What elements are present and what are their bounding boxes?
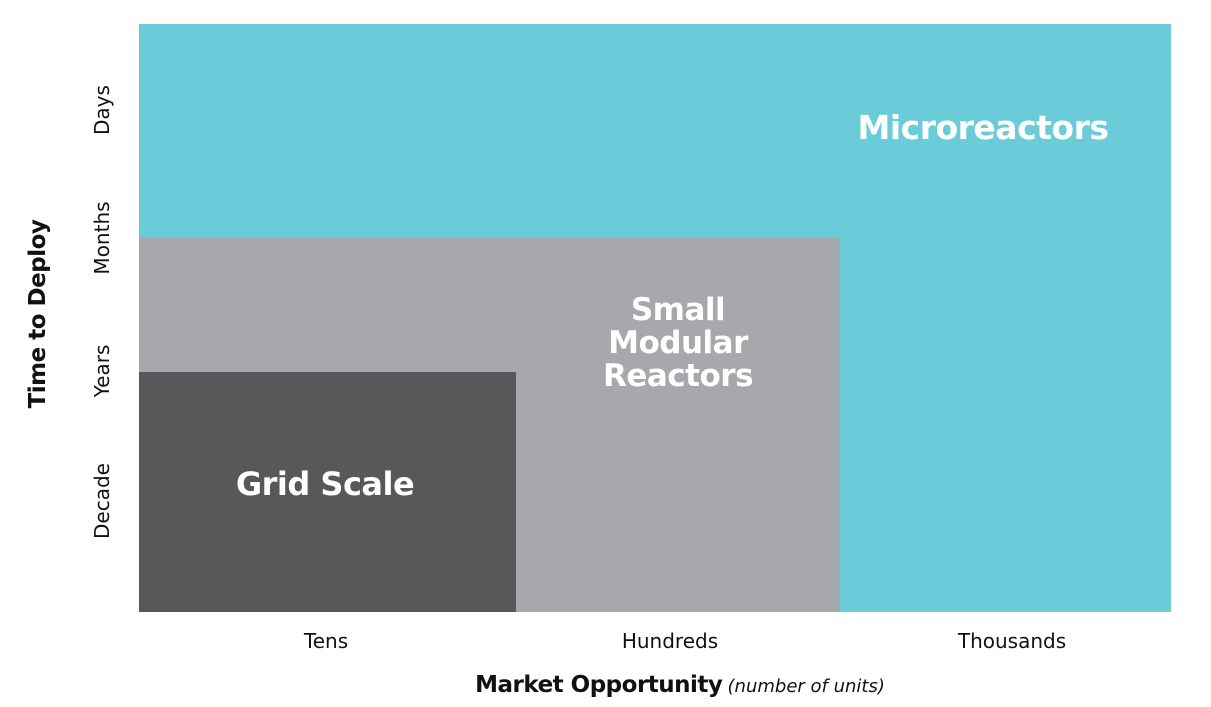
x-axis-title-note: (number of units) xyxy=(727,676,885,697)
grid-scale-region xyxy=(139,372,516,612)
x-axis-title-main: Market Opportunity xyxy=(475,672,723,698)
y-tick-decade: Decade xyxy=(90,463,114,539)
x-axis-title: Market Opportunity (number of units) xyxy=(300,672,1060,698)
smr-label-line-1: Small xyxy=(630,292,726,328)
smr-label-line-3: Reactors xyxy=(602,358,754,394)
y-axis-title: Time to Deploy xyxy=(25,219,51,409)
grid-scale-label: Grid Scale xyxy=(235,465,415,503)
x-tick-tens: Tens xyxy=(303,629,349,653)
smr-label-line-2: Modular xyxy=(608,325,748,361)
x-tick-hundreds: Hundreds xyxy=(621,629,719,653)
small-modular-reactors-label: Small Modular Reactors xyxy=(560,294,796,393)
x-tick-thousands: Thousands xyxy=(957,629,1067,653)
microreactors-label: Microreactors xyxy=(857,108,1109,147)
